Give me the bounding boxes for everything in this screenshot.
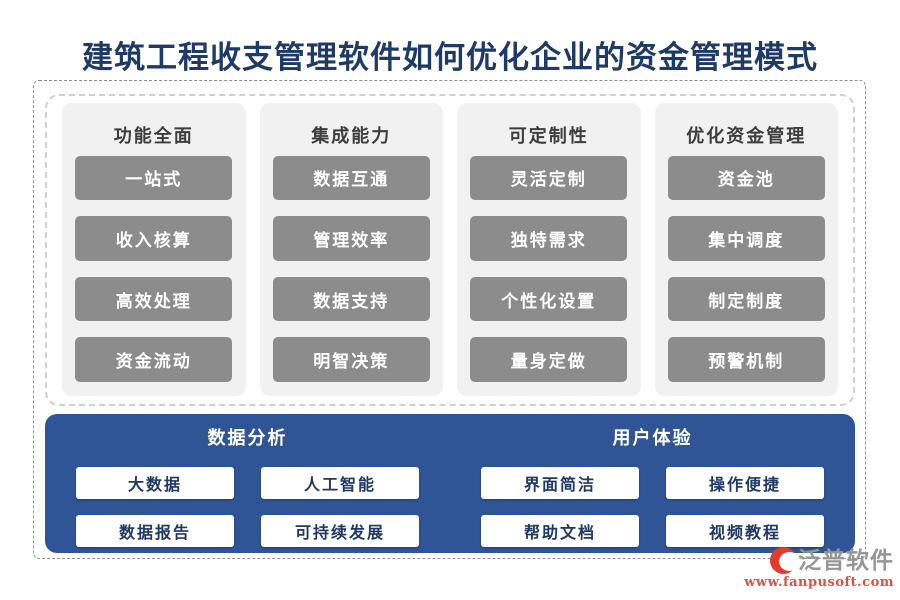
feature-chip: 个性化设置	[470, 276, 628, 322]
feature-chip: 管理效率	[272, 216, 430, 261]
feature-chip: 资金流动	[75, 337, 233, 383]
feature-chip: 集中调度	[667, 216, 825, 261]
page-title: 建筑工程收支管理软件如何优化企业的资金管理模式	[82, 40, 818, 76]
column-header: 集成能力	[311, 126, 392, 148]
section-header: 数据分析	[207, 428, 288, 449]
feature-columns-frame: 功能全面 一站式 收入核算 高效处理 资金流动 集成能力 数据互通 管理效率 数…	[45, 94, 855, 406]
fanpu-logo-name: 泛普软件	[798, 546, 894, 574]
bottom-blue-panel: 数据分析 大数据 人工智能 数据报告 可持续发展 用户体验 界面简洁 操作便捷 …	[45, 414, 855, 553]
chip-grid: 大数据 人工智能 数据报告 可持续发展	[76, 467, 419, 547]
feature-chip: 量身定做	[470, 337, 628, 383]
feature-chip: 一站式	[75, 155, 233, 201]
feature-chip: 数据互通	[272, 155, 430, 201]
feature-chip: 资金池	[667, 155, 825, 201]
bottom-chip: 界面简洁	[481, 467, 639, 499]
feature-column-4: 优化资金管理 资金池 集中调度 制定制度 预警机制	[654, 103, 838, 396]
column-header: 优化资金管理	[686, 126, 807, 148]
feature-column-3: 可定制性 灵活定制 独特需求 个性化设置 量身定做	[457, 103, 641, 396]
column-header: 可定制性	[508, 126, 589, 148]
bottom-section-data-analysis: 数据分析 大数据 人工智能 数据报告 可持续发展	[45, 424, 450, 553]
fanpu-logo-url: www.fanpusoft.com	[744, 575, 894, 590]
chip-grid: 界面简洁 操作便捷 帮助文档 视频教程	[481, 467, 824, 547]
bottom-section-user-experience: 用户体验 界面简洁 操作便捷 帮助文档 视频教程	[450, 424, 855, 553]
fanpu-logo-icon	[770, 547, 800, 574]
feature-chip: 收入核算	[75, 216, 233, 261]
column-header: 功能全面	[113, 126, 194, 148]
bottom-chip: 视频教程	[666, 515, 824, 547]
outer-dashed-frame	[33, 80, 866, 559]
feature-chip: 独特需求	[470, 216, 628, 261]
feature-chip: 灵活定制	[470, 155, 628, 201]
feature-chip: 数据支持	[272, 276, 430, 322]
feature-chip: 预警机制	[667, 337, 825, 383]
feature-column-1: 功能全面 一站式 收入核算 高效处理 资金流动	[62, 103, 246, 396]
feature-chip: 高效处理	[75, 276, 233, 322]
feature-chip: 制定制度	[667, 276, 825, 322]
section-header: 用户体验	[612, 428, 693, 449]
feature-chip: 明智决策	[272, 337, 430, 383]
bottom-chip: 操作便捷	[666, 467, 824, 499]
feature-column-2: 集成能力 数据互通 管理效率 数据支持 明智决策	[259, 103, 443, 396]
bottom-chip: 数据报告	[76, 515, 234, 547]
bottom-chip: 帮助文档	[481, 515, 639, 547]
bottom-chip: 大数据	[76, 467, 234, 499]
fanpu-logo: 泛普软件 www.fanpusoft.com	[744, 547, 894, 590]
bottom-chip: 人工智能	[261, 467, 419, 499]
bottom-chip: 可持续发展	[261, 515, 419, 547]
